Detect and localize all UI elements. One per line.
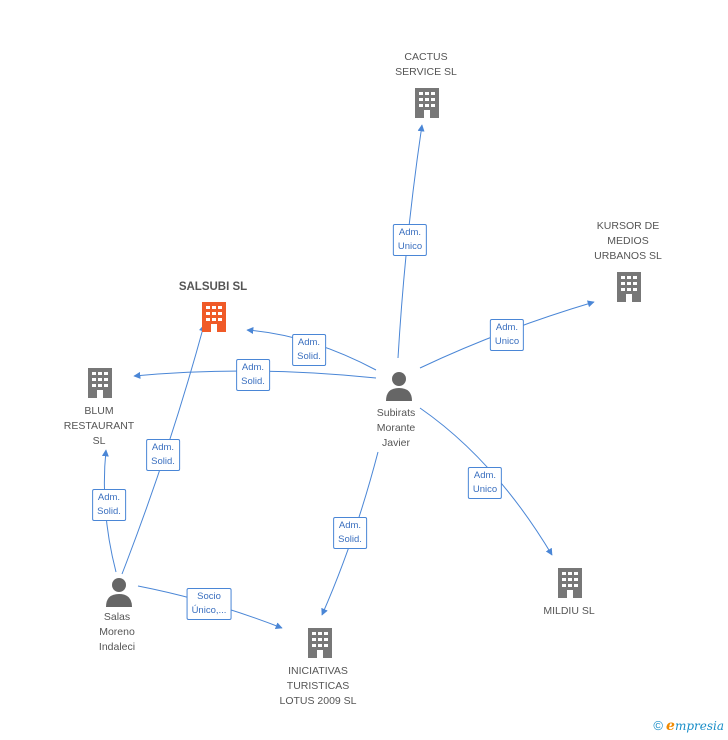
node-label-kursor: KURSOR DE MEDIOS URBANOS SL: [594, 220, 662, 262]
building-icon: [202, 302, 226, 332]
person-icon: [106, 578, 132, 607]
building-icon: [415, 88, 439, 118]
edge-label-subirats-kursor[interactable]: Adm. Unico: [489, 319, 525, 351]
edge-label-subirats-mildiu[interactable]: Adm. Unico: [467, 467, 503, 499]
node-label-subirats: Subirats Morante Javier: [376, 407, 416, 449]
building-icon: [88, 368, 112, 398]
brand-logo-text: mpresia: [674, 719, 724, 733]
edge-label-subirats-iniciativas[interactable]: Adm. Solid.: [333, 517, 367, 549]
edge-label-subirats-cactus[interactable]: Adm. Unico: [392, 224, 428, 256]
node-label-blum: BLUM RESTAURANT SL: [63, 405, 135, 447]
footer-brand: ©empresia: [653, 718, 724, 734]
node-label-salas: Salas Moreno Indaleci: [98, 611, 136, 653]
node-label-cactus: CACTUS SERVICE SL: [395, 51, 457, 78]
copyright-symbol: ©: [653, 718, 664, 733]
building-icon: [558, 568, 582, 598]
building-icon: [308, 628, 332, 658]
node-label-salsubi: SALSUBI SL: [178, 281, 248, 293]
edge-label-salas-blum[interactable]: Adm. Solid.: [92, 489, 126, 521]
edge-label-salas-salsubi[interactable]: Adm. Solid.: [146, 439, 180, 471]
node-label-iniciativas: INICIATIVAS TURISTICAS LOTUS 2009 SL: [279, 665, 357, 707]
person-icon: [386, 372, 412, 401]
brand-logo-initial: e: [666, 718, 675, 734]
building-icon: [617, 272, 641, 302]
edge-label-subirats-salsubi[interactable]: Adm. Solid.: [292, 334, 326, 366]
node-label-mildiu: MILDIU SL: [543, 605, 595, 617]
edge-label-subirats-blum[interactable]: Adm. Solid.: [236, 359, 270, 391]
edge-label-salas-iniciativas[interactable]: Socio Único,...: [186, 588, 232, 620]
